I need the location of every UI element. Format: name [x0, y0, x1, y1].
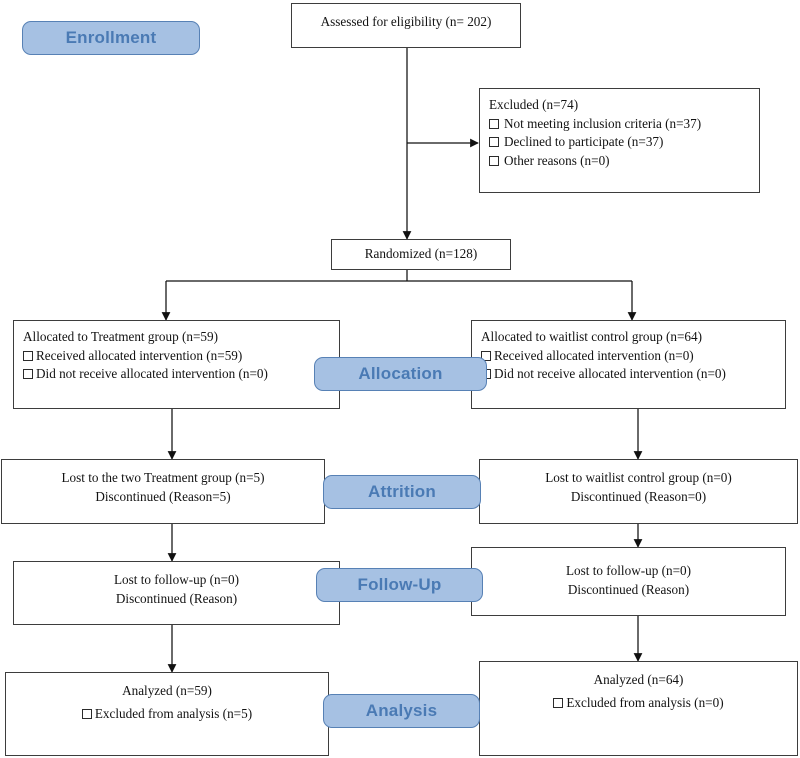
attrition-left-line-1: Discontinued (Reason=5) [95, 488, 231, 504]
box-analyzed-waitlist-control-group: Analyzed (n=64) Excluded from analysis (… [479, 661, 798, 756]
followup-left-line-1: Discontinued (Reason) [115, 590, 238, 606]
box-analyzed-treatment-group: Analyzed (n=59) Excluded from analysis (… [5, 672, 329, 756]
box-randomized: Randomized (n=128) [331, 239, 511, 270]
checkbox-icon [23, 369, 33, 380]
stage-badge-followup-label: Follow-Up [357, 575, 442, 594]
excluded-item-1: Declined to participate (n=37) [489, 133, 750, 152]
assessed-line: Assessed for eligibility (n= 202) [320, 14, 492, 29]
stage-badge-analysis[interactable]: Analysis [323, 694, 480, 728]
box-followup-left: Lost to follow-up (n=0) Discontinued (Re… [13, 561, 340, 625]
stage-badge-analysis-label: Analysis [365, 701, 438, 720]
stage-badge-enrollment-label: Enrollment [65, 28, 157, 47]
followup-left-line-0: Lost to follow-up (n=0) [113, 572, 239, 587]
attrition-right-line-1: Discontinued (Reason=0) [570, 488, 707, 504]
box-allocated-treatment-group: Allocated to Treatment group (n=59) Rece… [13, 320, 340, 409]
checkbox-icon [81, 708, 92, 719]
stage-badge-enrollment[interactable]: Enrollment [22, 21, 200, 55]
checkbox-icon [489, 156, 499, 167]
box-excluded: Excluded (n=74) Not meeting inclusion cr… [479, 88, 760, 193]
attrition-left-line-0: Lost to the two Treatment group (n=5) [61, 470, 265, 485]
excluded-heading: Excluded (n=74) [489, 97, 579, 112]
stage-badge-attrition-label: Attrition [368, 482, 436, 501]
randomized-line: Randomized (n=128) [364, 246, 478, 261]
box-lost-treatment-group: Lost to the two Treatment group (n=5) Di… [1, 459, 325, 524]
stage-badge-attrition[interactable]: Attrition [323, 475, 481, 509]
alloc-left-item-0: Received allocated intervention (n=59) [23, 347, 330, 366]
attrition-right-line-0: Lost to waitlist control group (n=0) [545, 470, 732, 485]
excluded-item-2: Other reasons (n=0) [489, 152, 750, 171]
analysis-left-heading: Analyzed (n=59) [122, 683, 212, 698]
box-lost-waitlist-control-group: Lost to waitlist control group (n=0) Dis… [479, 459, 798, 524]
excluded-item-0: Not meeting inclusion criteria (n=37) [489, 115, 750, 134]
checkbox-icon [23, 350, 33, 361]
checkbox-icon [489, 137, 499, 148]
alloc-right-heading: Allocated to waitlist control group (n=6… [481, 329, 702, 344]
analysis-left-item-0: Excluded from analysis (n=5) [15, 705, 319, 724]
checkbox-icon [489, 118, 499, 129]
checkbox-icon [481, 350, 491, 361]
stage-badge-allocation-label: Allocation [358, 364, 443, 383]
stage-badge-allocation[interactable]: Allocation [314, 357, 487, 391]
analysis-right-item-0: Excluded from analysis (n=0) [489, 694, 788, 713]
followup-right-line-0: Lost to follow-up (n=0) [565, 563, 691, 578]
analysis-right-heading: Analyzed (n=64) [593, 672, 684, 687]
alloc-right-item-1: Did not receive allocated intervention (… [481, 365, 776, 384]
box-followup-right: Lost to follow-up (n=0) Discontinued (Re… [471, 547, 786, 616]
box-assessed-for-eligibility: Assessed for eligibility (n= 202) [291, 3, 521, 48]
stage-badge-followup[interactable]: Follow-Up [316, 568, 483, 602]
checkbox-icon [553, 697, 564, 708]
alloc-left-heading: Allocated to Treatment group (n=59) [23, 329, 218, 344]
alloc-right-item-0: Received allocated intervention (n=0) [481, 347, 776, 366]
followup-right-line-1: Discontinued (Reason) [567, 581, 690, 597]
box-allocated-waitlist-control-group: Allocated to waitlist control group (n=6… [471, 320, 786, 409]
alloc-left-item-1: Did not receive allocated intervention (… [23, 365, 330, 384]
